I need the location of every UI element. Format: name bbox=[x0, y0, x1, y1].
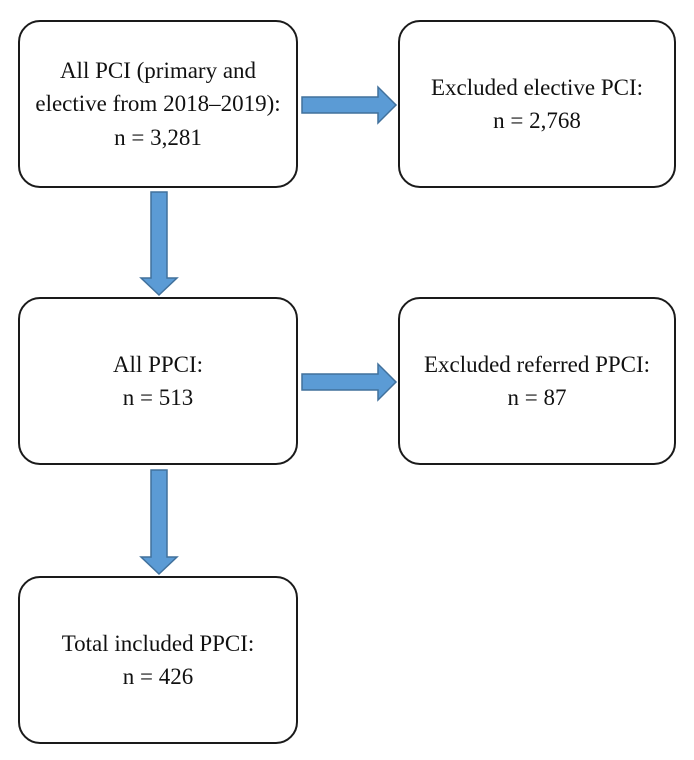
excluded-referred-box: Excluded referred PPCI: n = 87 bbox=[398, 297, 676, 465]
excluded-referred-count: n = 87 bbox=[507, 385, 567, 410]
all-ppci-label: All PPCI: bbox=[112, 351, 204, 377]
excluded-elective-count: n = 2,768 bbox=[493, 108, 581, 133]
total-included-box: Total included PPCI: n = 426 bbox=[18, 576, 298, 744]
all-pci-line-1: All PCI (primary and bbox=[59, 57, 257, 83]
arrow-right-icon bbox=[301, 85, 398, 125]
all-ppci-count: n = 513 bbox=[122, 385, 194, 410]
total-included-count: n = 426 bbox=[122, 664, 194, 689]
total-included-label: Total included PPCI: bbox=[61, 630, 255, 656]
arrow-down-icon bbox=[139, 191, 179, 297]
all-pci-line-2: elective from 2018–2019): bbox=[35, 91, 281, 117]
arrow-right-icon bbox=[301, 362, 398, 402]
excluded-referred-label: Excluded referred PPCI: bbox=[423, 351, 651, 377]
all-pci-count: n = 3,281 bbox=[114, 124, 202, 150]
arrow-down-icon bbox=[139, 469, 179, 576]
all-pci-box: All PCI (primary and elective from 2018–… bbox=[18, 20, 298, 188]
excluded-elective-box: Excluded elective PCI: n = 2,768 bbox=[398, 20, 676, 188]
excluded-elective-label: Excluded elective PCI: bbox=[430, 74, 644, 100]
all-ppci-box: All PPCI: n = 513 bbox=[18, 297, 298, 465]
